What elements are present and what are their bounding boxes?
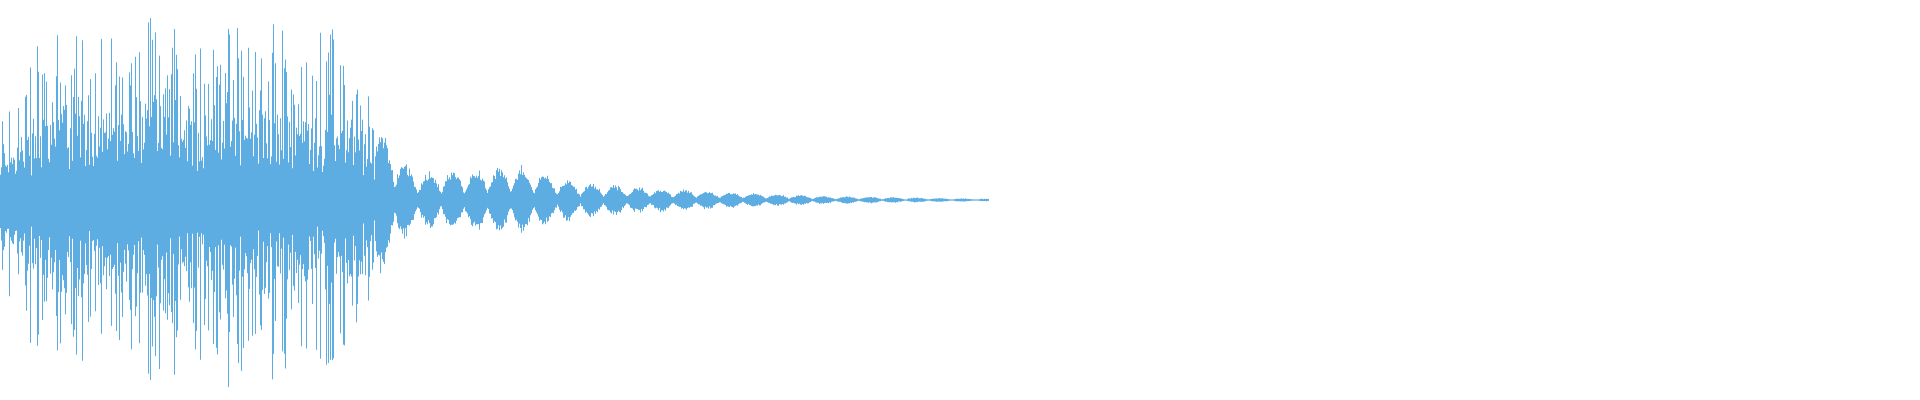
waveform-samples — [0, 18, 989, 388]
